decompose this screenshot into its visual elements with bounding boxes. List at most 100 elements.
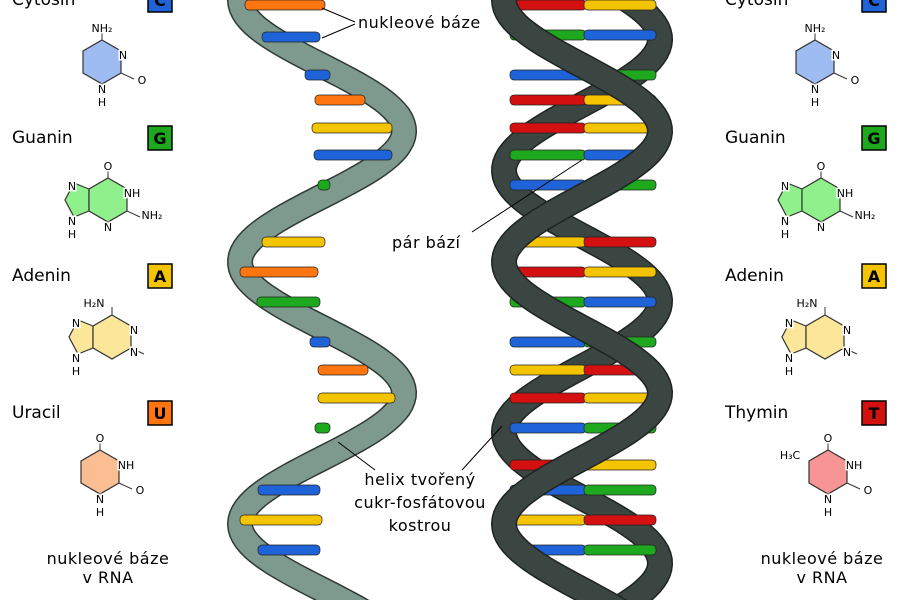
- atom-label: H₃C: [780, 449, 801, 462]
- base-letter-badge: [861, 125, 887, 151]
- rna-base-C: [309, 336, 331, 348]
- atom-label: N: [96, 493, 104, 506]
- dna-base-C: [509, 422, 587, 434]
- dna-helix: [490, 0, 674, 600]
- atom-label: H: [68, 228, 76, 241]
- atom-label: NH₂: [855, 209, 876, 222]
- label-nucleobases: nukleové báze: [358, 13, 481, 32]
- base-name: Adenin: [12, 266, 71, 286]
- ring-6: [88, 177, 128, 223]
- base-name: Adenin: [725, 266, 784, 286]
- atom-label: N: [824, 493, 832, 506]
- dna-base-T: [509, 392, 587, 404]
- rna-base-C: [257, 544, 321, 556]
- rna-base-C: [304, 69, 331, 81]
- atom-label: H₂N: [84, 297, 105, 310]
- dna-base-T: [509, 94, 587, 106]
- dna-base-T: [583, 514, 657, 526]
- left-caption-1: nukleové báze: [47, 549, 170, 568]
- atom-label: N: [104, 221, 112, 234]
- dna-base-G: [583, 484, 657, 496]
- atom-label: H: [96, 506, 104, 519]
- rna-base-G: [314, 422, 331, 434]
- ring-6: [795, 39, 835, 85]
- bond: [833, 72, 848, 80]
- rna-base-U: [314, 94, 366, 106]
- label-helix-1: helix tvořený: [364, 470, 475, 489]
- rna-base-A: [311, 122, 393, 134]
- base-name: Cytosin: [725, 0, 788, 10]
- base-letter: C: [868, 0, 880, 10]
- atom-label: H: [98, 96, 106, 109]
- atom-label: N: [781, 180, 789, 193]
- atom-label: N: [811, 83, 819, 96]
- atom-label: NH₂: [805, 22, 826, 35]
- rna-base-U: [239, 266, 319, 278]
- atom-label: N: [72, 352, 80, 365]
- bond: [843, 347, 858, 355]
- base-letter: T: [869, 404, 880, 423]
- rna-base-A: [239, 514, 323, 526]
- atom-label: H: [811, 96, 819, 109]
- base-name: Thymin: [724, 403, 788, 423]
- atom-label: NH: [124, 187, 141, 200]
- ring-6: [82, 39, 122, 85]
- bond: [839, 210, 854, 218]
- dna-base-T: [509, 122, 587, 134]
- bond: [118, 482, 133, 490]
- base-name: Guanin: [725, 128, 786, 148]
- atom-label: N: [781, 215, 789, 228]
- base-letter: G: [867, 129, 880, 148]
- atom-label: O: [817, 160, 826, 173]
- bond: [130, 347, 145, 355]
- dna-base-T: [583, 236, 657, 248]
- dna-base-C: [583, 29, 657, 41]
- base-letter-badge: [861, 263, 887, 289]
- atom-label: O: [864, 484, 873, 497]
- rna-base-A: [317, 392, 396, 404]
- base-letter: A: [868, 267, 881, 286]
- atom-label: N: [68, 180, 76, 193]
- label-helix-3: kostrou: [389, 516, 452, 535]
- leader-line: [471, 159, 583, 233]
- dna-base-A: [509, 514, 587, 526]
- left-caption-2: v RNA: [82, 568, 133, 587]
- atom-label: N: [785, 352, 793, 365]
- rna-base-C: [257, 484, 321, 496]
- dna-base-A: [583, 266, 657, 278]
- base-letter: C: [154, 0, 166, 10]
- ring-6: [808, 449, 848, 495]
- atom-label: N: [843, 324, 851, 337]
- base-letter: A: [154, 267, 167, 286]
- atom-label: NH: [846, 459, 863, 472]
- atom-label: NH: [118, 459, 135, 472]
- rna-base-U: [244, 0, 326, 11]
- atom-label: N: [843, 346, 851, 359]
- base-letter-badge: [861, 0, 887, 13]
- bond: [126, 210, 141, 218]
- leader-line: [461, 425, 503, 471]
- atom-label: N: [832, 49, 840, 62]
- base-letter-badge: [147, 0, 173, 13]
- ring-6: [801, 177, 841, 223]
- atom-label: H: [785, 365, 793, 378]
- atom-label: N: [817, 221, 825, 234]
- right-caption-2: v RNA: [796, 568, 847, 587]
- label-helix-2: cukr-fosfátovou: [354, 493, 486, 512]
- bond: [846, 482, 861, 490]
- label-base-pair: pár bází: [392, 233, 460, 252]
- dna-base-C: [509, 336, 587, 348]
- atom-label: N: [72, 317, 80, 330]
